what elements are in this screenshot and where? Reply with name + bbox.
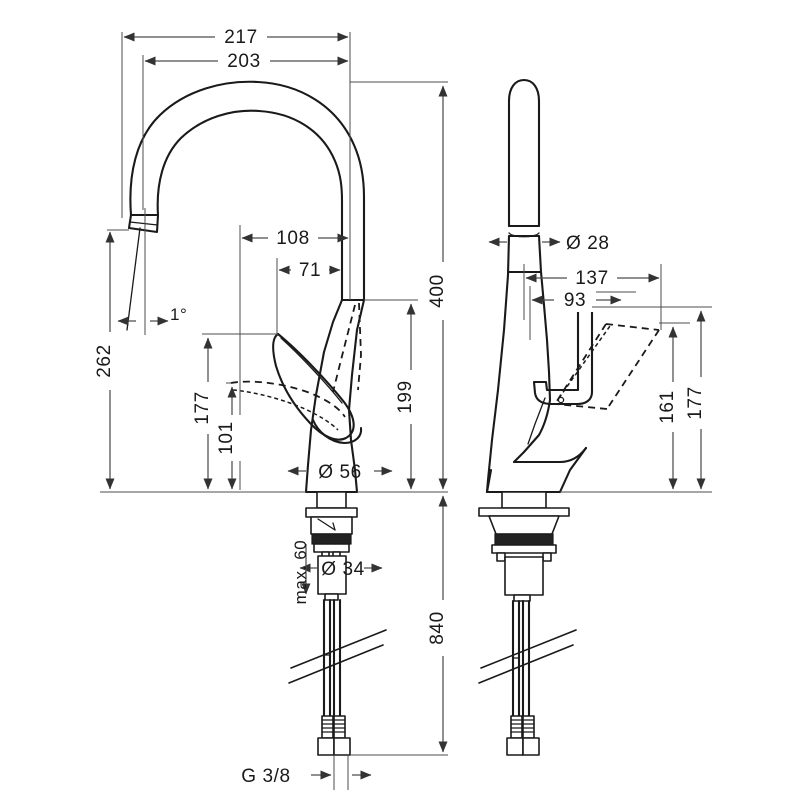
side-lever-seam <box>527 397 546 445</box>
dim-hose-length-840: 840 <box>350 491 456 756</box>
dim-label-71: 71 <box>299 260 321 281</box>
spout-inner-contour <box>156 109 344 302</box>
dim-handle-height-177-side: 177 <box>560 306 714 493</box>
side-break-symbol <box>478 629 577 684</box>
side-spout-body <box>507 78 541 228</box>
dim-label-161: 161 <box>657 390 678 424</box>
side-lever-handle-solid <box>532 305 594 406</box>
lever-handle-down-dashed <box>230 380 346 431</box>
dim-label-diameter-34: Ø 34 <box>321 559 365 580</box>
dim-handle-reach-93: 93 <box>529 286 636 340</box>
dim-label-137: 137 <box>575 268 609 289</box>
side-lever-collar <box>512 398 552 464</box>
dim-label-101: 101 <box>216 421 237 455</box>
spout-tip-aerator <box>127 213 160 234</box>
dim-label-217: 217 <box>224 27 258 48</box>
dim-label-diameter-28: Ø 28 <box>566 233 610 254</box>
side-column-left <box>485 234 511 494</box>
dim-spout-reach-203: 203 <box>142 48 349 210</box>
dim-label-angle: 1° <box>170 305 187 324</box>
dim-label-177-side: 177 <box>685 386 706 420</box>
dim-label-93: 93 <box>564 290 586 311</box>
dim-spout-offset-71: 71 <box>276 258 341 335</box>
dim-handle-reach-137: 137 <box>523 264 662 330</box>
front-view-faucet <box>126 80 387 756</box>
front-break-symbol <box>288 629 387 684</box>
side-column-right <box>537 234 552 402</box>
dim-angle-1deg: 1° <box>117 305 187 326</box>
lever-handle-up-solid <box>272 332 355 441</box>
dim-label-203: 203 <box>227 51 261 72</box>
spout-outer-contour <box>129 80 366 302</box>
dim-label-max-60: max. 60 <box>291 540 310 605</box>
dim-handle-height-161: 161 <box>560 322 690 493</box>
dim-overall-reach-217: 217 <box>121 24 351 300</box>
dim-handle-down-101: 101 <box>216 382 245 490</box>
front-mounting-assembly <box>288 491 387 756</box>
dim-label-177-front: 177 <box>192 391 213 425</box>
side-base-right <box>558 446 588 494</box>
lever-pivot-collar <box>311 418 363 445</box>
dim-label-262: 262 <box>94 344 115 378</box>
dim-spout-base-height-199: 199 <box>357 299 424 493</box>
dim-spout-diameter-28: Ø 28 <box>488 233 610 254</box>
dim-label-108: 108 <box>276 228 310 249</box>
dim-label-diameter-56: Ø 56 <box>318 462 362 483</box>
side-lever-handle-dashed <box>554 323 660 410</box>
dim-shank-diameter-34: Ø 34 <box>299 559 383 580</box>
dim-label-g38: G 3/8 <box>241 766 290 787</box>
side-base-left <box>485 468 493 494</box>
side-view-faucet <box>478 78 660 756</box>
lever-hidden-outline-dashed <box>332 302 362 393</box>
side-mounting-assembly <box>478 491 577 756</box>
dim-label-840: 840 <box>427 611 448 645</box>
dim-overall-height-400: 400 <box>350 81 456 493</box>
dim-label-400: 400 <box>427 274 448 308</box>
dim-base-diameter-56: Ø 56 <box>287 462 393 483</box>
dim-spout-tip-height-262: 262 <box>94 229 306 493</box>
angle-reference-line <box>126 227 141 331</box>
dim-thread-g38: G 3/8 <box>241 755 372 790</box>
dim-max-thickness-60: max. 60 <box>291 540 311 605</box>
dim-handle-up-177: 177 <box>192 333 306 493</box>
dim-label-199: 199 <box>395 380 416 414</box>
dim-spout-offset-108: 108 <box>239 225 349 490</box>
